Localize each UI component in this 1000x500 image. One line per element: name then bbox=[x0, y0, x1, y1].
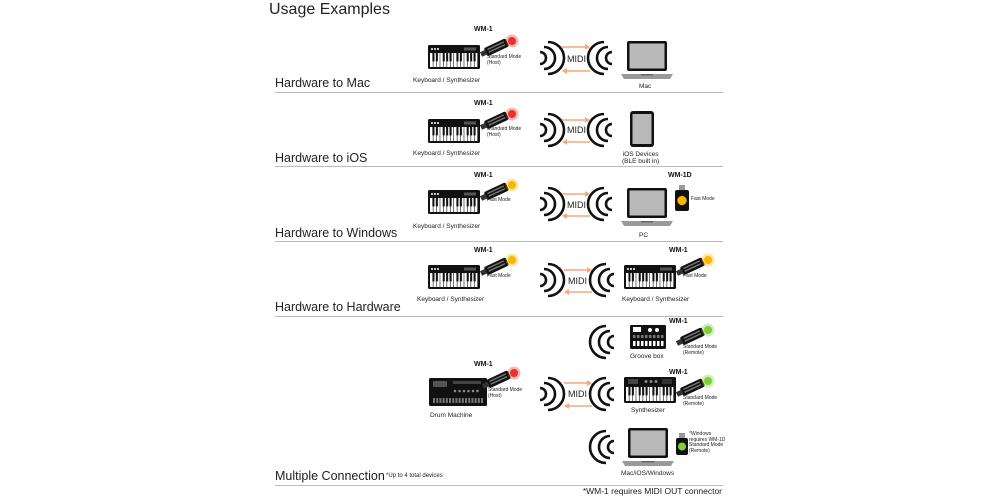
wm1-adapter-icon bbox=[479, 178, 519, 201]
footnote: *WM-1 requires MIDI OUT connector bbox=[582, 486, 722, 496]
row-label-hardware-to-windows: Hardware to Windows bbox=[275, 226, 398, 240]
row-divider bbox=[275, 241, 723, 242]
arrow-right-icon bbox=[564, 267, 592, 273]
wireless-waves-icon bbox=[588, 262, 615, 298]
midi-label: MIDI bbox=[567, 200, 586, 210]
mode-label: Fast Mode bbox=[487, 197, 511, 203]
drum-machine-icon bbox=[429, 378, 487, 406]
device-caption: Synthesizer bbox=[631, 407, 665, 414]
page-heading: Usage Examples bbox=[269, 1, 390, 18]
row-divider bbox=[275, 316, 723, 317]
keyboard-icon bbox=[624, 265, 676, 289]
midi-label: MIDI bbox=[568, 276, 587, 286]
midi-label: MIDI bbox=[567, 125, 586, 135]
wm1-label: WM-1 bbox=[474, 172, 493, 179]
wm1-label: WM-1 bbox=[474, 26, 493, 33]
device-caption: Keyboard / Synthesizer bbox=[413, 223, 481, 230]
wm1-adapter-icon bbox=[479, 107, 519, 130]
arrow-right-icon bbox=[562, 44, 590, 50]
row-label-multiple-connection: Multiple Connection bbox=[275, 469, 385, 483]
wm1-label: WM-1 bbox=[474, 100, 493, 107]
wireless-waves-icon bbox=[539, 40, 566, 76]
device-caption: Mac bbox=[639, 83, 652, 90]
device-caption: iOS Devices(BLE built in) bbox=[622, 151, 660, 165]
wm1-label: WM-1 bbox=[669, 318, 688, 325]
keyboard-icon bbox=[428, 190, 480, 214]
arrow-left-icon bbox=[562, 139, 590, 145]
wireless-waves-icon bbox=[586, 40, 613, 76]
wireless-waves-icon bbox=[588, 324, 615, 360]
mode-label: Standard Mode(Remote) bbox=[683, 344, 718, 356]
wireless-waves-icon bbox=[539, 262, 566, 298]
arrow-left-icon bbox=[564, 289, 592, 295]
row-label-hardware-to-ios: Hardware to iOS bbox=[275, 151, 368, 165]
wireless-waves-icon bbox=[539, 186, 566, 222]
row-divider bbox=[275, 92, 723, 93]
laptop-icon bbox=[621, 188, 673, 226]
midi-label: MIDI bbox=[567, 54, 586, 64]
wm1-label: WM-1 bbox=[669, 247, 688, 254]
wireless-waves-icon bbox=[539, 112, 566, 148]
wm1d-label: WM-1D bbox=[668, 172, 692, 179]
wireless-waves-icon bbox=[588, 429, 615, 465]
row-label-hardware-to-hardware: Hardware to Hardware bbox=[275, 300, 401, 314]
arrow-left-icon bbox=[564, 403, 592, 409]
mode-label: Fast Mode bbox=[487, 273, 511, 279]
usb-dongle-icon bbox=[676, 433, 688, 455]
row-label-hardware-to-mac: Hardware to Mac bbox=[275, 76, 371, 90]
laptop-icon bbox=[621, 41, 673, 79]
wm1-adapter-icon bbox=[675, 253, 715, 276]
keyboard-icon bbox=[428, 119, 480, 143]
device-caption: Keyboard / Synthesizer bbox=[413, 150, 481, 157]
arrow-right-icon bbox=[562, 191, 590, 197]
mode-label: Fast Mode bbox=[691, 196, 715, 202]
mode-label: Standard Mode(Host) bbox=[487, 54, 522, 66]
mode-label: Standard Mode(Remote) bbox=[683, 395, 718, 407]
wm1-adapter-icon bbox=[479, 34, 519, 57]
midi-label: MIDI bbox=[568, 389, 587, 399]
arrow-left-icon bbox=[562, 213, 590, 219]
wireless-waves-icon bbox=[588, 376, 615, 412]
wm1-adapter-icon bbox=[675, 323, 715, 346]
wireless-waves-icon bbox=[586, 186, 613, 222]
arrow-right-icon bbox=[564, 380, 592, 386]
device-caption: Mac/iOS/Windows bbox=[621, 470, 675, 477]
wm1-label: WM-1 bbox=[669, 369, 688, 376]
row-divider bbox=[275, 485, 723, 486]
keyboard-icon bbox=[428, 45, 480, 69]
arrow-right-icon bbox=[562, 117, 590, 123]
groove-box-icon bbox=[630, 325, 666, 349]
row-divider bbox=[275, 166, 723, 167]
mode-label: Standard Mode(Host) bbox=[488, 387, 523, 399]
laptop-icon bbox=[622, 428, 674, 466]
device-caption: Keyboard / Synthesizer bbox=[622, 296, 690, 303]
device-caption: PC bbox=[639, 232, 649, 239]
synthesizer-icon bbox=[624, 377, 676, 403]
device-caption: Keyboard / Synthesizer bbox=[417, 296, 485, 303]
wm1-adapter-icon bbox=[675, 374, 715, 397]
mode-label: Standard Mode(Host) bbox=[487, 126, 522, 138]
wm1-label: WM-1 bbox=[474, 361, 493, 368]
tablet-icon bbox=[630, 111, 654, 147]
wireless-waves-icon bbox=[539, 376, 566, 412]
wireless-waves-icon bbox=[586, 112, 613, 148]
mode-label: Fast Mode bbox=[683, 273, 707, 279]
wm1-adapter-icon bbox=[481, 366, 521, 389]
device-caption: Keyboard / Synthesizer bbox=[413, 77, 481, 84]
device-caption: Groove box bbox=[630, 353, 664, 360]
multiple-connection-note: *Up to 4 total devices bbox=[386, 473, 443, 479]
wm1-adapter-icon bbox=[479, 253, 519, 276]
device-caption: Drum Machine bbox=[430, 412, 473, 419]
keyboard-icon bbox=[428, 265, 480, 289]
usb-dongle-icon bbox=[675, 185, 689, 211]
arrow-left-icon bbox=[562, 68, 590, 74]
wm1-label: WM-1 bbox=[474, 247, 493, 254]
